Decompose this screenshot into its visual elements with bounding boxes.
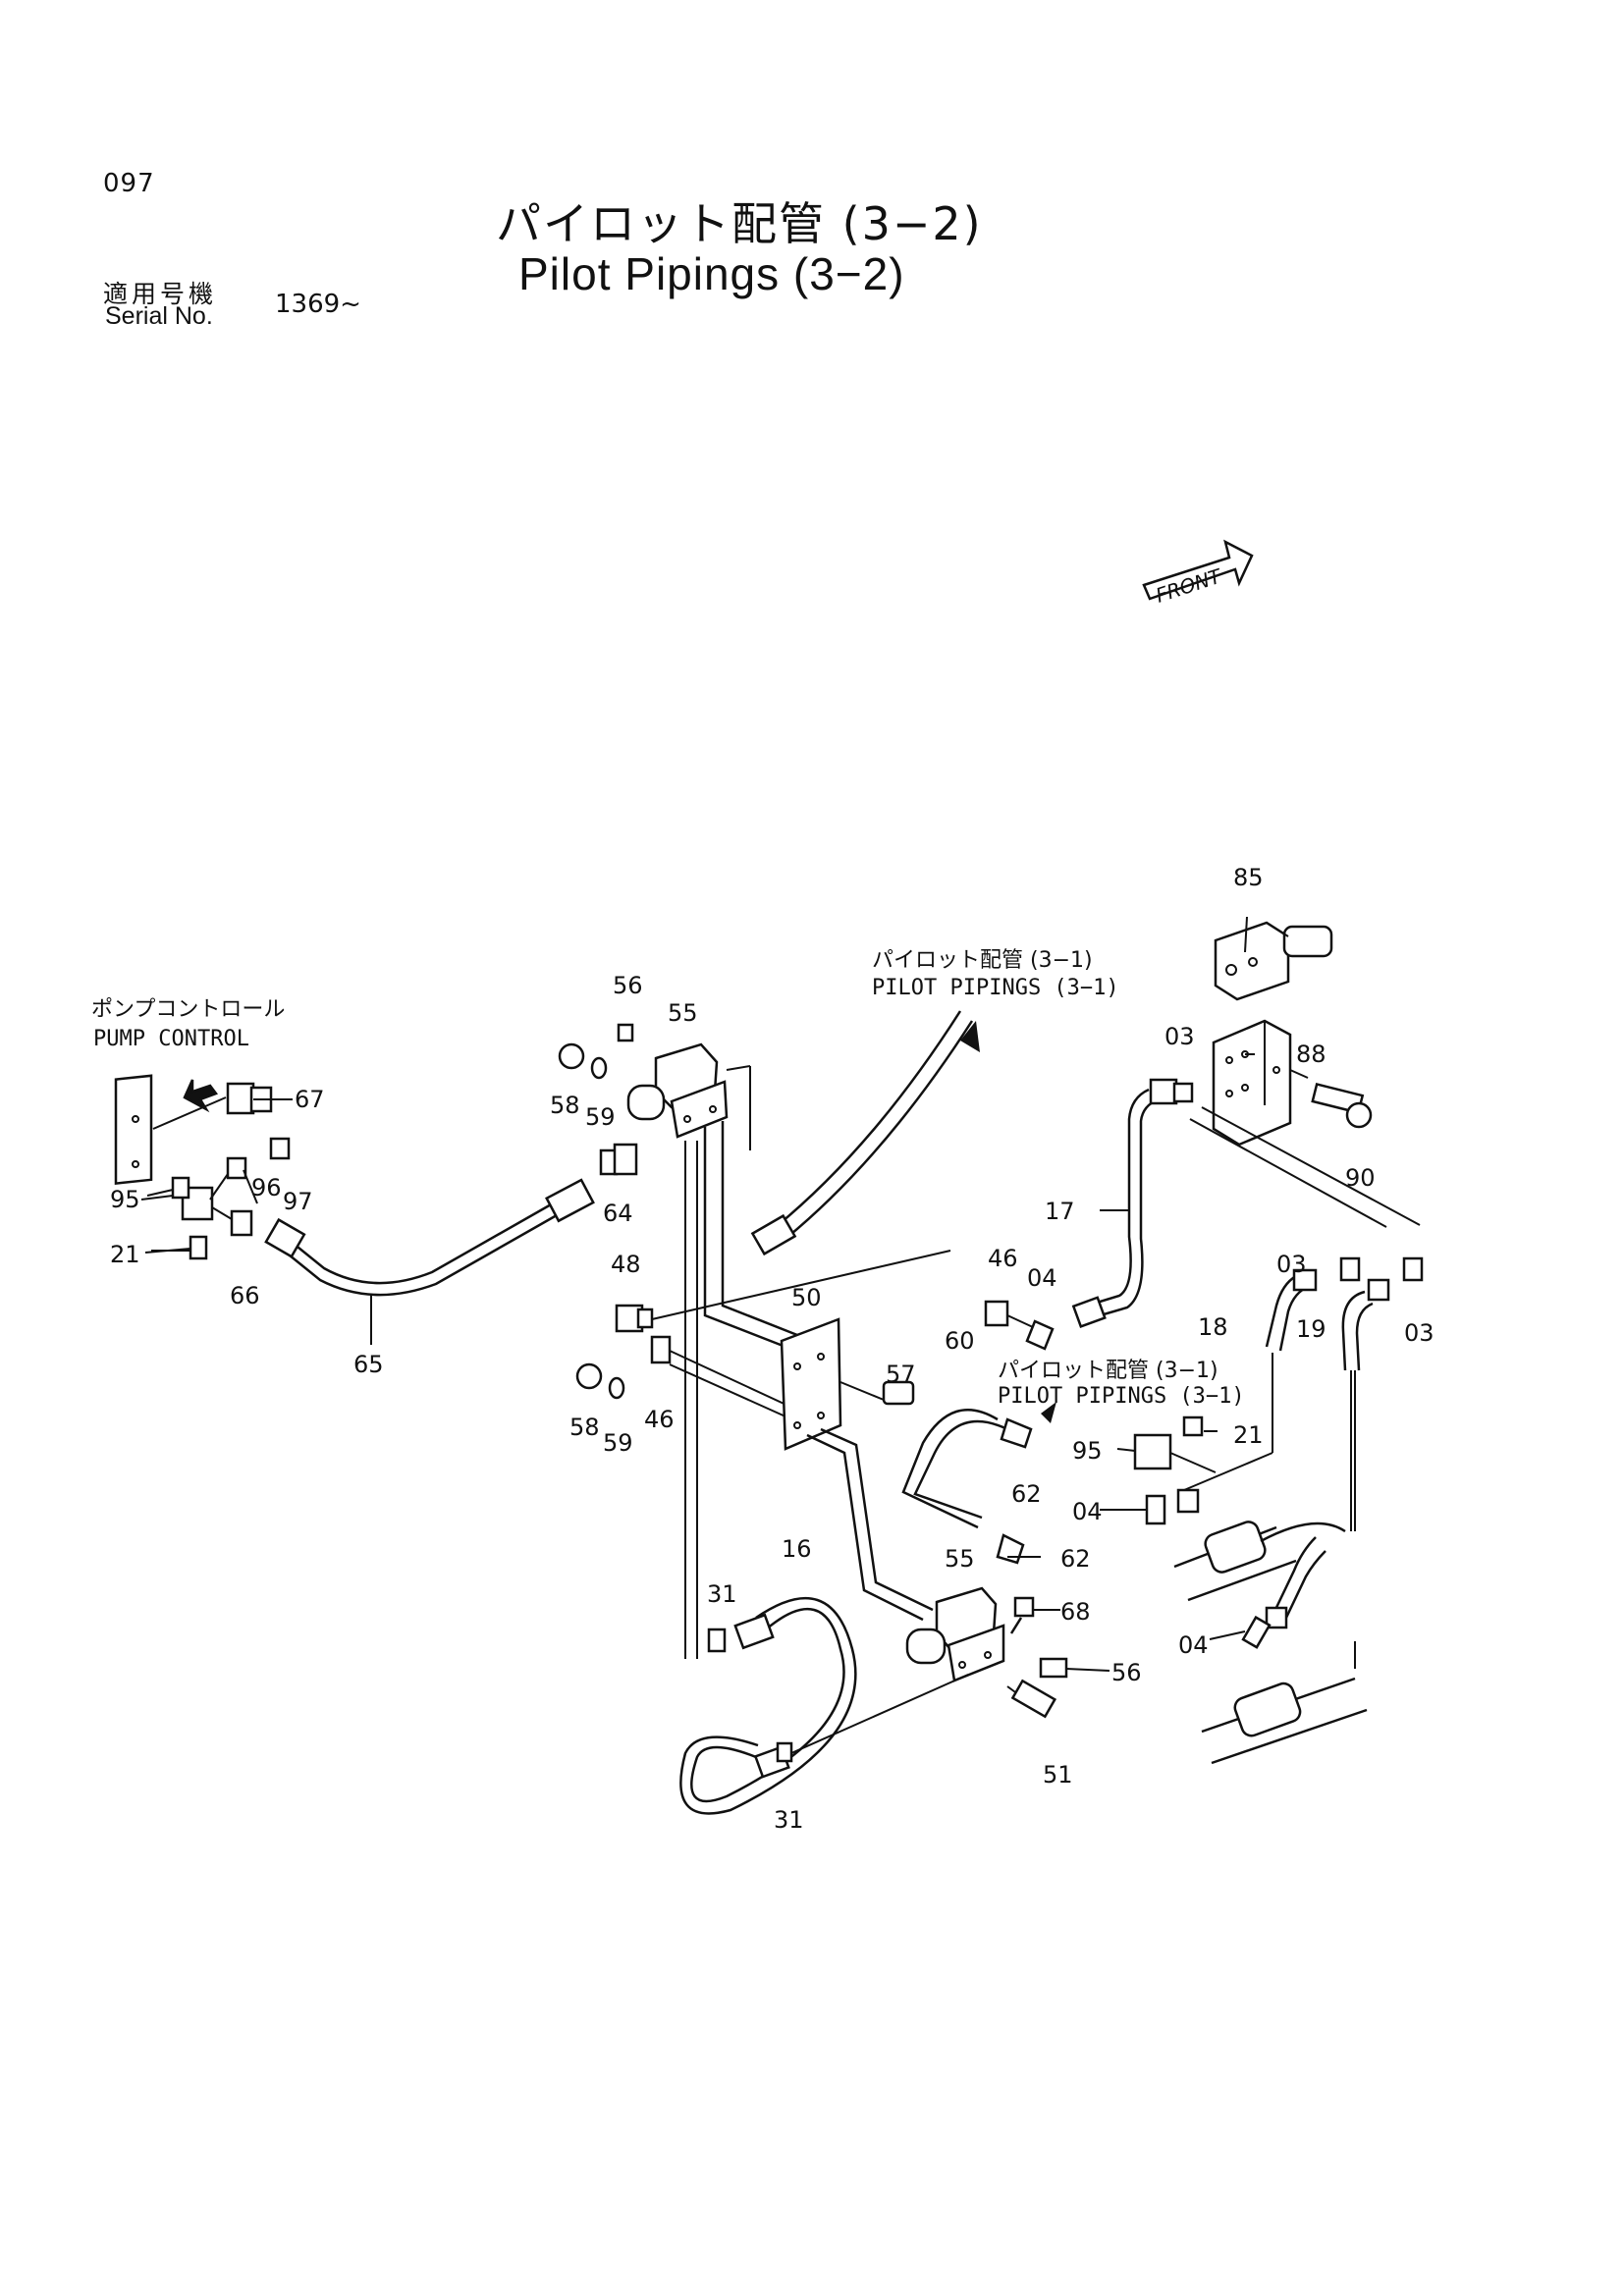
part-number: 31 [774,1806,804,1834]
part-number: 96 [251,1174,282,1201]
part-number: 31 [707,1580,737,1608]
valve-block-55-upper [558,1023,751,1150]
part-number: 17 [1045,1198,1075,1225]
pipe-17 [1071,1078,1194,1328]
part-number: 58 [550,1092,580,1119]
pilot-ref-top-label-en: PILOT PIPINGS (3−1) [872,976,1119,1000]
valve-block-55-lower [905,1586,1005,1682]
hose-19 [1341,1256,1424,1531]
fitting-48 [615,1250,951,1333]
part-number: 46 [988,1245,1018,1272]
part-number: 66 [230,1282,260,1309]
elbow-62-lower [996,1533,1025,1565]
block-88 [1189,1019,1421,1228]
pump-control-label-jp: ポンプコントロール [91,997,286,1022]
pump-control-block [114,1074,227,1185]
pilot-pipes-upper [684,1121,798,1659]
pilot-ref-mid-label-en: PILOT PIPINGS (3−1) [998,1384,1245,1409]
bracket-50 [780,1317,915,1451]
part-number: 59 [585,1103,616,1131]
part-number: 58 [569,1414,600,1441]
part-number: 90 [1345,1164,1376,1192]
part-number: 18 [1198,1313,1228,1341]
pipe-60 [901,1402,1056,1529]
plug-56-lower [1039,1657,1110,1679]
pilot-pipes-lower [806,1427,934,1622]
part-number: 03 [1164,1023,1195,1050]
part-number: 04 [1072,1498,1103,1525]
bolt-51 [1006,1679,1057,1719]
part-number: 65 [353,1351,384,1378]
page-number: 097 [103,169,155,198]
part-number: 19 [1296,1315,1326,1343]
part-number: 56 [1111,1659,1142,1686]
part-number: 95 [110,1186,140,1213]
part-number: 60 [945,1327,975,1355]
part-number: 88 [1296,1041,1326,1068]
hose-65 [264,1178,595,1345]
elbow-04-lower [1241,1615,1272,1649]
tee-95-right [1133,1415,1217,1525]
part-number: 59 [603,1429,633,1457]
part-number: 46 [644,1406,675,1433]
elbow-68 [1009,1596,1035,1634]
part-number: 55 [668,999,698,1027]
hose-18 [1183,1256,1361,1491]
part-number: 95 [1072,1437,1103,1465]
valve-85 [1214,921,1333,1001]
part-number: 03 [1404,1319,1435,1347]
fitting-46-left [575,1335,806,1426]
part-number: 67 [295,1086,325,1113]
hose-16 [679,1596,969,1815]
part-number: 56 [613,972,643,999]
pilot-ref-top-label-jp: パイロット配管 (3−1) [872,948,1093,973]
part-number: 64 [603,1200,633,1227]
part-number: 85 [1233,864,1264,891]
page-title-en: Pilot Pipings (3−2) [518,248,905,299]
elbow-04-center [984,1300,1055,1351]
pump-control-arrow-icon [183,1079,219,1113]
part-number: 21 [1233,1421,1264,1449]
part-number: 04 [1027,1264,1057,1292]
pump-control-label-en: PUMP CONTROL [93,1027,249,1051]
pilot-ref-mid-label-jp: パイロット配管 (3−1) [998,1359,1218,1383]
part-number: 62 [1060,1545,1091,1573]
tee-95-left [146,1137,291,1260]
serial-label-en: Serial No. [105,302,213,330]
part-number: 68 [1060,1598,1091,1626]
part-number: 16 [782,1535,812,1563]
part-number: 97 [283,1188,313,1215]
page-title-jp: パイロット配管 (3−2) [496,197,983,250]
part-number: 62 [1011,1480,1042,1508]
boom-cylinder-pipes [1173,1521,1368,1765]
leader-lines [140,916,1255,1640]
part-number: 21 [110,1241,140,1268]
part-number: 55 [945,1545,975,1573]
part-number: 50 [791,1284,822,1311]
part-number: 48 [611,1251,641,1278]
part-number: 51 [1043,1761,1073,1789]
pilot-hose-to-ref-top [750,1010,980,1256]
part-number-labels: 85 88 90 03 03 03 17 18 19 46 04 56 55 5… [110,864,1435,1834]
part-number: 57 [886,1361,916,1388]
serial-label-jp: 適用号機 [103,280,218,308]
part-number: 03 [1276,1251,1307,1278]
serial-value: 1369~ [275,290,361,319]
front-arrow-icon: FRONT [1142,539,1254,608]
fitting-64 [599,1143,638,1176]
part-number: 04 [1178,1631,1209,1659]
